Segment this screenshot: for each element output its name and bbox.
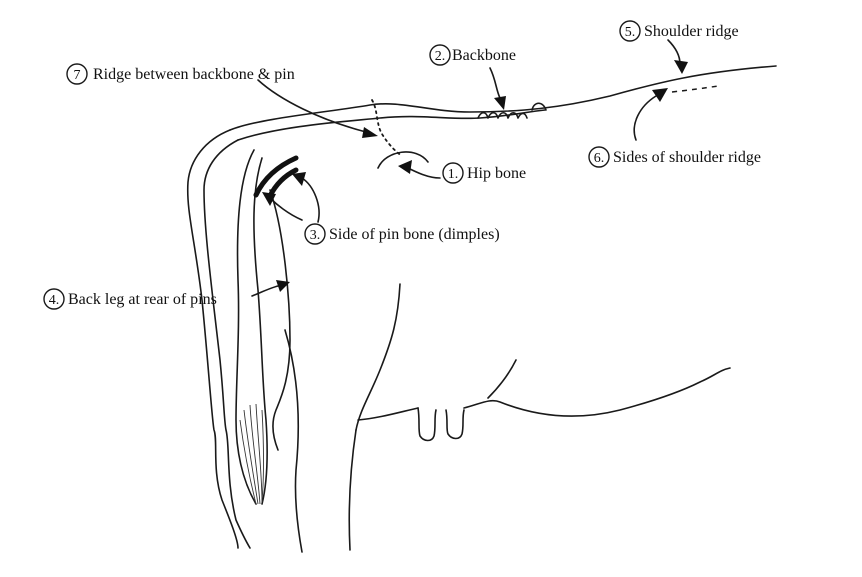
- callout-2: 2. Backbone: [429, 44, 516, 66]
- udder: [357, 407, 419, 421]
- callout-7: 7 Ridge between backbone & pin: [66, 63, 295, 85]
- callout-1-number: 1.: [448, 167, 459, 182]
- callout-5-circle: [619, 20, 641, 42]
- callout-6-label: Sides of shoulder ridge: [613, 149, 761, 166]
- tailhead-inner: [203, 139, 251, 549]
- topline-inner: [237, 109, 546, 141]
- rear-leg-back: [284, 329, 303, 553]
- callout-6-circle: [588, 146, 610, 168]
- hip-bone-marker: [377, 151, 429, 169]
- callout-4-label: Back leg at rear of pins: [68, 291, 217, 308]
- callout-5-number: 5.: [625, 25, 636, 40]
- callout-6: 6. Sides of shoulder ridge: [588, 146, 761, 168]
- tailhead-outer: [186, 129, 239, 549]
- leader-arrows: [251, 39, 688, 297]
- pin-bone-marker-inner: [267, 167, 299, 199]
- callout-5: 5. Shoulder ridge: [619, 20, 739, 42]
- callout-2-number: 2.: [435, 49, 446, 64]
- teat-right: [445, 409, 465, 440]
- callout-7-label: Ridge between backbone & pin: [93, 66, 295, 83]
- callout-4-number: 4.: [49, 293, 60, 308]
- tail-right: [253, 157, 268, 505]
- callout-1: 1. Hip bone: [442, 162, 526, 184]
- flank-line: [355, 283, 401, 431]
- callout-6-number: 6.: [594, 151, 605, 166]
- callout-2-circle: [429, 44, 451, 66]
- tail-switch: [239, 403, 264, 505]
- callout-4: 4. Back leg at rear of pins: [43, 288, 217, 310]
- backbone-vertebrae: [477, 111, 528, 119]
- callout-1-label: Hip bone: [467, 165, 526, 182]
- callout-3-circle: [304, 223, 326, 245]
- belly-line: [463, 367, 731, 417]
- pin-bone-markers: [253, 155, 299, 199]
- callout-4-circle: [43, 288, 65, 310]
- callout-7-number: 7: [74, 68, 81, 83]
- callout-5-label: Shoulder ridge: [644, 23, 739, 40]
- backbone-bump: [531, 102, 547, 111]
- callout-1-circle: [442, 162, 464, 184]
- ridge-dotted-line: [371, 99, 403, 157]
- callout-3-label: Side of pin bone (dimples): [329, 226, 500, 243]
- rear-leg-front: [269, 189, 291, 451]
- shoulder-ridge-sides-dashed: [671, 85, 719, 93]
- pin-bone-marker-outer: [253, 155, 299, 198]
- belly-upper: [487, 359, 517, 399]
- tail-left: [235, 149, 257, 505]
- callout-2-label: Backbone: [452, 47, 516, 64]
- topline: [229, 65, 777, 131]
- rear-leg-shin: [348, 429, 357, 551]
- teat-left: [417, 407, 437, 442]
- callout-3-number: 3.: [310, 228, 321, 243]
- callout-3: 3. Side of pin bone (dimples): [304, 223, 500, 245]
- cow-outline: [186, 65, 777, 553]
- callout-7-circle: [66, 63, 88, 85]
